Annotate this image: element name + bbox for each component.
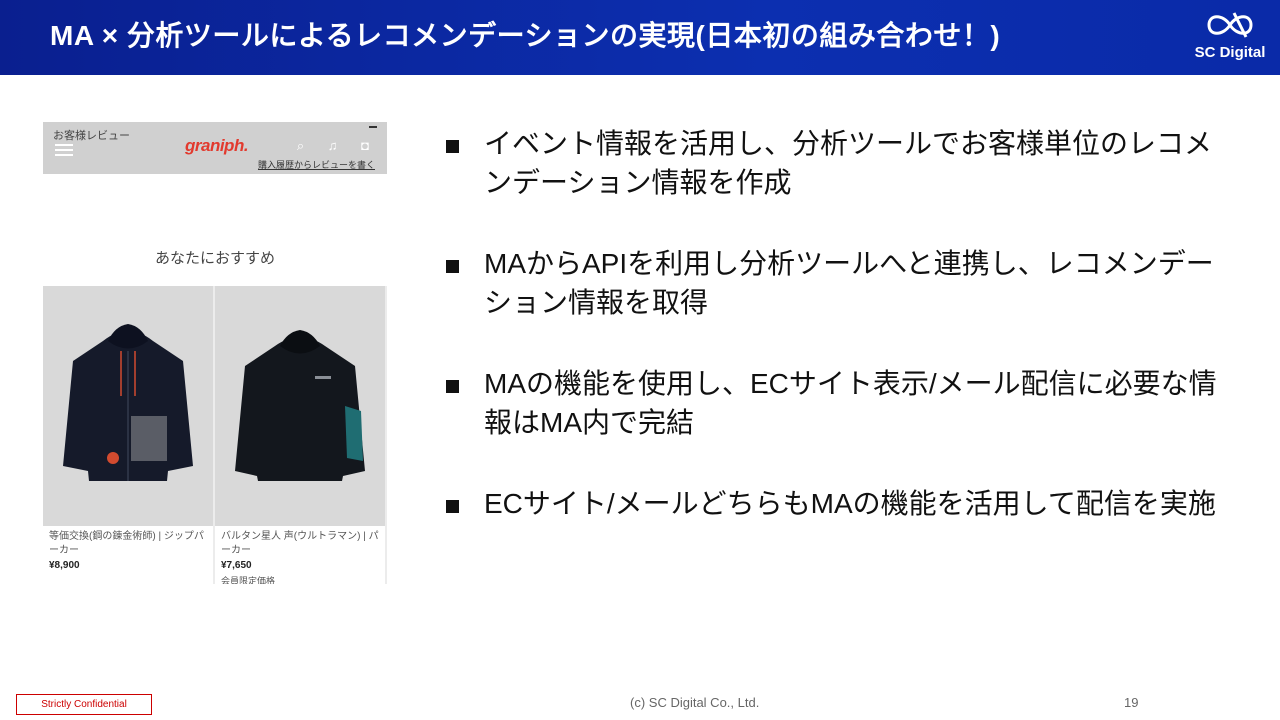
minimize-icon — [369, 126, 377, 128]
zip-hoodie-image — [63, 324, 193, 481]
product-extra: 会員限定価格 — [221, 576, 276, 584]
site-brand-logo[interactable]: graniph. — [185, 136, 249, 155]
ec-site-screenshot: お客様レビュー graniph. ⌕ ♫ ◘ 購入履歴からレビューを書く あなた… — [43, 122, 387, 584]
product-name: 等価交換(鋼の錬金術師) | ジップパーカー — [49, 531, 204, 556]
product-image-hoodie-zip[interactable] — [43, 286, 213, 526]
product-price: ¥7,650 — [221, 560, 252, 571]
bullet-text: イベント情報を活用し、分析ツールでお客様単位のレコメンデーション情報を作成 — [484, 128, 1213, 198]
bullet-item: ECサイト/メールどちらもMAの機能を活用して配信を実施 — [444, 484, 1234, 523]
product-image-hoodie-pullover[interactable] — [215, 286, 385, 526]
bullet-list: イベント情報を活用し、分析ツールでお客様単位のレコメンデーション情報を作成 MA… — [444, 124, 1234, 565]
logo-text: SC Digital — [1194, 44, 1266, 61]
hamburger-menu-icon[interactable] — [55, 144, 73, 156]
slide-title: MA × 分析ツールによるレコメンデーションの実現(日本初の組み合わせ！) — [50, 20, 1001, 51]
recommendation-section: あなたにおすすめ — [43, 174, 387, 286]
copyright-text: (c) SC Digital Co., Ltd. — [630, 695, 760, 710]
site-header-bar: お客様レビュー graniph. ⌕ ♫ ◘ 購入履歴からレビューを書く — [43, 122, 387, 174]
bullet-text: MAからAPIを利用し分析ツールへと連携し、レコメンデーション情報を取得 — [484, 248, 1214, 318]
recommendation-title: あなたにおすすめ — [154, 250, 275, 267]
write-review-link[interactable]: 購入履歴からレビューを書く — [257, 160, 375, 170]
bullet-square-icon — [446, 500, 459, 513]
product-name: バルタン星人 声(ウルトラマン) | パーカー — [221, 531, 379, 556]
site-page-label: お客様レビュー — [53, 130, 130, 142]
site-header-icons[interactable]: ⌕ ♫ ◘ — [296, 138, 379, 153]
slide-header: MA × 分析ツールによるレコメンデーションの実現(日本初の組み合わせ！) SC… — [0, 0, 1280, 75]
bullet-square-icon — [446, 380, 459, 393]
bullet-square-icon — [446, 140, 459, 153]
product-price: ¥8,900 — [49, 560, 80, 571]
product-card-1[interactable]: 等価交換(鋼の錬金術師) | ジップパーカー ¥8,900 — [43, 526, 213, 584]
page-number: 19 — [1124, 695, 1139, 710]
infinity-logo-icon — [1207, 12, 1253, 38]
bullet-square-icon — [446, 260, 459, 273]
bullet-item: MAの機能を使用し、ECサイト表示/メール配信に必要な情報はMA内で完結 — [444, 364, 1234, 442]
pullover-hoodie-image — [235, 330, 365, 481]
bullet-text: MAの機能を使用し、ECサイト表示/メール配信に必要な情報はMA内で完結 — [484, 368, 1217, 438]
product-card-2[interactable]: バルタン星人 声(ウルトラマン) | パーカー ¥7,650 会員限定価格 — [215, 526, 385, 584]
company-logo: SC Digital — [1192, 8, 1268, 68]
bullet-text: ECサイト/メールどちらもMAの機能を活用して配信を実施 — [484, 488, 1216, 519]
bullet-item: MAからAPIを利用し分析ツールへと連携し、レコメンデーション情報を取得 — [444, 244, 1234, 322]
confidential-label: Strictly Confidential — [16, 694, 152, 715]
bullet-item: イベント情報を活用し、分析ツールでお客様単位のレコメンデーション情報を作成 — [444, 124, 1234, 202]
